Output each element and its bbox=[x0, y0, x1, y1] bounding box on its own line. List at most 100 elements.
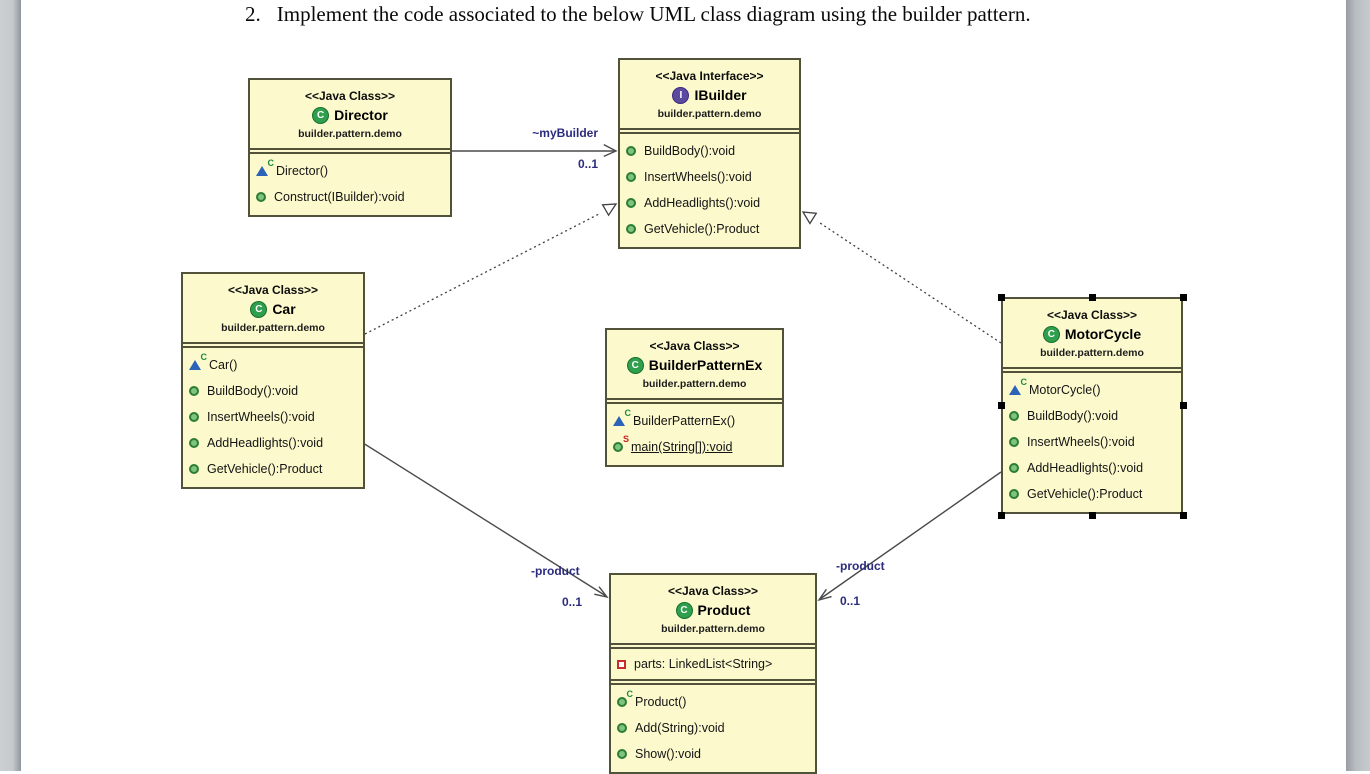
class-title-compartment: <<Java Class>> C Car builder.pattern.dem… bbox=[183, 274, 363, 342]
member-text: BuildBody():void bbox=[207, 384, 299, 398]
stereotype-label: <<Java Class>> bbox=[1046, 308, 1138, 322]
selection-handle[interactable] bbox=[1089, 512, 1096, 519]
class-member: Construct(IBuilder):void bbox=[256, 184, 444, 210]
realization-motorcycle-ibuilder bbox=[819, 222, 1002, 344]
public-method-icon bbox=[1009, 489, 1019, 499]
selection-handle[interactable] bbox=[1180, 512, 1187, 519]
member-text: Construct(IBuilder):void bbox=[274, 190, 405, 204]
stereotype-label: <<Java Class>> bbox=[649, 339, 740, 353]
class-box-builderpatternex[interactable]: <<Java Class>> C BuilderPatternEx builde… bbox=[605, 328, 784, 467]
open-arrowhead-icon bbox=[603, 143, 618, 158]
class-box-product[interactable]: <<Java Class>> C Product builder.pattern… bbox=[609, 573, 817, 774]
stereotype-label: <<Java Class>> bbox=[304, 89, 396, 103]
class-name: Car bbox=[272, 301, 296, 317]
class-icon: C bbox=[1042, 326, 1060, 343]
class-box-car[interactable]: <<Java Class>> C Car builder.pattern.dem… bbox=[181, 272, 365, 489]
role-label-product-right: -product bbox=[836, 559, 885, 573]
multiplicity-label: 0..1 bbox=[562, 595, 583, 609]
public-method-icon bbox=[617, 749, 627, 759]
public-method-icon bbox=[1009, 463, 1019, 473]
member-text: InsertWheels():void bbox=[207, 410, 315, 424]
compartment-separator bbox=[183, 342, 363, 348]
member-text: Add(String):void bbox=[635, 721, 725, 735]
selection-handle[interactable] bbox=[1089, 294, 1096, 301]
multiplicity-label: 0..1 bbox=[840, 594, 861, 608]
class-box-motorcycle[interactable]: <<Java Class>> C MotorCycle builder.patt… bbox=[1001, 297, 1183, 514]
class-member: parts: LinkedList<String> bbox=[617, 651, 809, 677]
class-member: AddHeadlights():void bbox=[189, 430, 357, 456]
member-text: Show():void bbox=[635, 747, 701, 761]
member-text: InsertWheels():void bbox=[1027, 435, 1135, 449]
class-title-compartment: <<Java Interface>> I IBuilder builder.pa… bbox=[620, 60, 799, 128]
private-field-icon bbox=[617, 659, 626, 669]
package-label: builder.pattern.demo bbox=[1040, 347, 1144, 359]
public-method-icon bbox=[626, 198, 636, 208]
class-icon: C bbox=[312, 107, 330, 124]
public-method-icon bbox=[189, 412, 199, 422]
member-text: Product() bbox=[635, 695, 687, 709]
stereotype-label: <<Java Class>> bbox=[227, 283, 319, 297]
package-label: builder.pattern.demo bbox=[221, 322, 325, 334]
public-method-icon bbox=[617, 723, 627, 733]
fields-compartment: parts: LinkedList<String> bbox=[611, 649, 815, 679]
class-member: Add(String):void bbox=[617, 715, 809, 741]
compartment-separator bbox=[620, 128, 799, 134]
package-label: builder.pattern.demo bbox=[298, 128, 402, 140]
exercise-text: Implement the code associated to the bel… bbox=[276, 2, 1031, 26]
selection-handle[interactable] bbox=[998, 402, 1005, 409]
interface-icon: I bbox=[672, 87, 690, 104]
hollow-triangle-icon bbox=[801, 211, 818, 225]
selection-handle[interactable] bbox=[1180, 402, 1187, 409]
member-text: parts: LinkedList<String> bbox=[634, 657, 773, 671]
class-title-compartment: <<Java Class>> C Director builder.patter… bbox=[250, 80, 450, 148]
member-text: Director() bbox=[276, 164, 329, 178]
class-name: MotorCycle bbox=[1064, 326, 1142, 342]
selection-handle[interactable] bbox=[998, 512, 1005, 519]
member-text: Car() bbox=[209, 358, 238, 372]
package-label: builder.pattern.demo bbox=[642, 378, 747, 390]
page-right-margin bbox=[1346, 0, 1370, 771]
public-method-icon bbox=[189, 438, 199, 448]
compartment-separator bbox=[1003, 367, 1181, 373]
member-text: InsertWheels():void bbox=[644, 170, 752, 184]
realization-car-ibuilder bbox=[364, 213, 600, 335]
class-member: BuildBody():void bbox=[1009, 403, 1175, 429]
class-icon: C bbox=[250, 301, 268, 318]
compartment-separator bbox=[611, 679, 815, 685]
class-member: Show():void bbox=[617, 741, 809, 767]
constructor-icon: C bbox=[1009, 378, 1027, 395]
selection-handle[interactable] bbox=[1180, 294, 1187, 301]
association-car-product bbox=[362, 442, 607, 597]
member-text: AddHeadlights():void bbox=[644, 196, 761, 210]
class-member: AddHeadlights():void bbox=[1009, 455, 1175, 481]
class-title-compartment: <<Java Class>> C Product builder.pattern… bbox=[611, 575, 815, 643]
class-title-compartment: <<Java Class>> C BuilderPatternEx builde… bbox=[607, 330, 782, 398]
package-label: builder.pattern.demo bbox=[661, 623, 765, 635]
constructor-icon: C bbox=[189, 353, 207, 370]
class-title-compartment: <<Java Class>> C MotorCycle builder.patt… bbox=[1003, 299, 1181, 367]
hollow-triangle-icon bbox=[601, 203, 618, 217]
class-icon: C bbox=[626, 357, 644, 374]
class-member: InsertWheels():void bbox=[189, 404, 357, 430]
class-name: BuilderPatternEx bbox=[648, 357, 763, 373]
class-member: InsertWheels():void bbox=[1009, 429, 1175, 455]
class-member: GetVehicle():Product bbox=[189, 456, 357, 482]
member-text: GetVehicle():Product bbox=[644, 222, 760, 236]
interface-box-ibuilder[interactable]: <<Java Interface>> I IBuilder builder.pa… bbox=[618, 58, 801, 249]
member-text: BuildBody():void bbox=[1027, 409, 1119, 423]
member-text: BuildBody():void bbox=[644, 144, 736, 158]
class-box-director[interactable]: <<Java Class>> C Director builder.patter… bbox=[248, 78, 452, 217]
public-method-icon bbox=[189, 464, 199, 474]
stereotype-label: <<Java Interface>> bbox=[655, 69, 764, 83]
selection-handle[interactable] bbox=[998, 294, 1005, 301]
role-label-mybuilder: ~myBuilder bbox=[532, 126, 598, 140]
